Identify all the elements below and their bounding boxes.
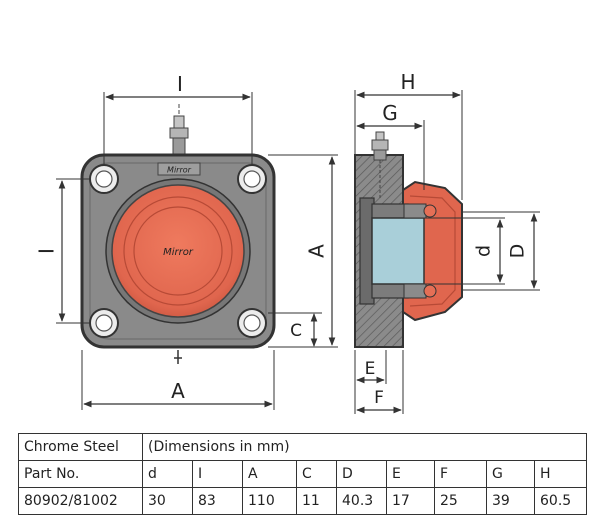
- table-cell: 60.5: [534, 487, 587, 515]
- table-cell: 11: [296, 487, 337, 515]
- grease-nipple: [169, 104, 189, 157]
- dimension-E: E: [354, 350, 387, 414]
- dim-label-I-left: I: [35, 248, 59, 254]
- table-cell: 39: [486, 487, 535, 515]
- dimension-D: D: [462, 211, 540, 291]
- side-view: H G d D E: [354, 70, 540, 414]
- table-cell: 80902/81002: [18, 487, 143, 515]
- dimension-C: C: [268, 312, 322, 347]
- dim-label-A-right: A: [305, 244, 329, 258]
- header-cell: Part No.: [18, 460, 143, 488]
- table-header-row: Part No. d I A C D E F G H: [18, 460, 587, 488]
- dimension-I-top: I: [103, 72, 253, 165]
- mounting-hole: [237, 164, 267, 194]
- dim-label-A-bottom: A: [171, 379, 185, 403]
- units-note-cell: (Dimensions in mm): [142, 433, 587, 461]
- dim-label-D: D: [507, 244, 529, 259]
- front-view: Mirror Mirror I I A: [35, 72, 338, 410]
- dim-label-F: F: [374, 388, 384, 408]
- table-cell: 17: [386, 487, 435, 515]
- header-cell: C: [296, 460, 337, 488]
- spec-table: Chrome Steel (Dimensions in mm) Part No.…: [18, 433, 587, 515]
- header-cell: I: [192, 460, 243, 488]
- bore: [371, 217, 425, 285]
- dimension-I-left: I: [35, 178, 90, 324]
- table-cell: 83: [192, 487, 243, 515]
- table-cell: 30: [142, 487, 193, 515]
- mounting-hole: [89, 308, 119, 338]
- table-row: 80902/81002 30 83 110 11 40.3 17 25 39 6…: [18, 487, 587, 515]
- table-cell: 25: [434, 487, 487, 515]
- brand-plate: Mirror: [157, 162, 201, 176]
- dim-label-d: d: [473, 245, 495, 257]
- mounting-hole: [237, 308, 267, 338]
- table-title-row: Chrome Steel (Dimensions in mm): [18, 433, 587, 461]
- table-cell: 40.3: [336, 487, 387, 515]
- dim-label-G: G: [382, 101, 398, 125]
- grease-nipple-side: [371, 131, 389, 200]
- header-cell: H: [534, 460, 587, 488]
- dim-label-C: C: [290, 321, 302, 341]
- header-cell: D: [336, 460, 387, 488]
- dim-label-H: H: [400, 70, 415, 94]
- dimension-A-right: A: [268, 154, 338, 348]
- bearing-brand-text: Mirror: [163, 247, 194, 258]
- header-cell: d: [142, 460, 193, 488]
- dim-label-I-top: I: [177, 72, 183, 96]
- header-cell: G: [486, 460, 535, 488]
- brand-logo-text: Mirror: [167, 166, 192, 175]
- header-cell: E: [386, 460, 435, 488]
- mounting-hole: [89, 164, 119, 194]
- dimension-G: G: [356, 101, 425, 190]
- dimension-F: F: [356, 350, 404, 414]
- header-cell: F: [434, 460, 487, 488]
- table-cell: 110: [242, 487, 297, 515]
- dimension-A-bottom: A: [81, 350, 275, 410]
- technical-drawing: Mirror Mirror I I A: [35, 70, 540, 414]
- header-cell: A: [242, 460, 297, 488]
- dimension-H: H: [354, 70, 463, 200]
- material-cell: Chrome Steel: [18, 433, 143, 461]
- dim-label-E: E: [365, 359, 376, 379]
- dimension-d: d: [424, 217, 505, 285]
